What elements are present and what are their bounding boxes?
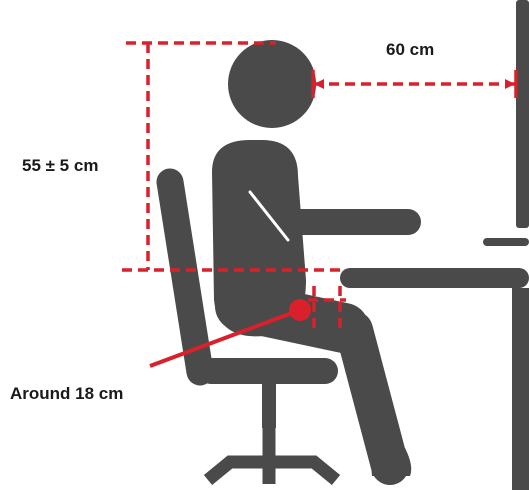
thigh-clearance-dot	[289, 299, 311, 321]
person-head	[228, 40, 316, 128]
chair-base	[208, 428, 336, 484]
monitor	[483, 0, 529, 246]
monitor-screen	[516, 0, 529, 228]
eye-height-label: 55 ± 5 cm	[22, 156, 98, 176]
chair-seat	[198, 358, 338, 384]
desk-leg	[512, 288, 529, 490]
desk-top	[340, 268, 529, 288]
thigh-clearance-label: Around 18 cm	[10, 384, 123, 404]
viewing-distance-label: 60 cm	[386, 40, 434, 60]
chair-backrest	[170, 182, 200, 372]
person-foot	[370, 448, 411, 476]
person-shin	[354, 330, 390, 466]
chair-post	[262, 384, 276, 428]
person	[212, 40, 411, 476]
monitor-base	[483, 238, 529, 246]
